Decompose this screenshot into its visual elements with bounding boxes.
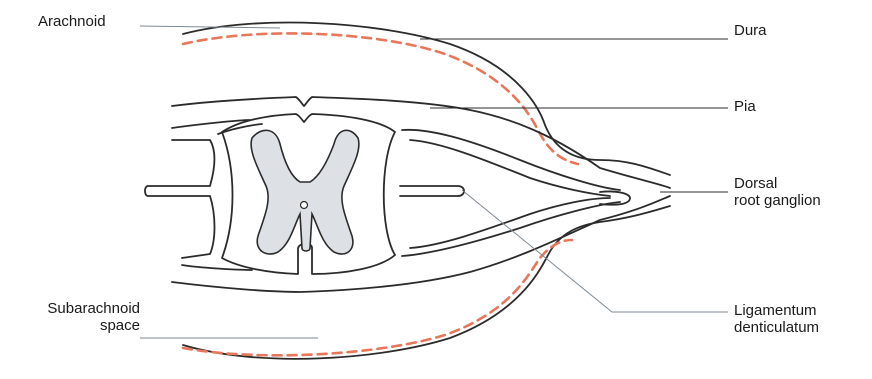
label-ligamentum-denticulatum: Ligamentum denticulatum	[734, 302, 819, 336]
ligamentum-shape	[400, 186, 464, 196]
gray-matter	[251, 130, 359, 254]
label-ligamentum-line1: Ligamentum	[734, 302, 819, 319]
label-subarachnoid-space: Subarachnoid space	[10, 300, 140, 334]
label-dorsal-root-ganglion: Dorsal root ganglion	[734, 175, 821, 209]
dura-lower	[183, 206, 670, 359]
central-canal	[301, 202, 308, 209]
label-subarachnoid-line2: space	[10, 317, 140, 334]
dorsal-root-inner-lower	[410, 198, 610, 248]
label-dorsal-line1: Dorsal	[734, 175, 821, 192]
dorsal-root-lower	[402, 202, 620, 256]
dorsal-root-inner-upper	[410, 140, 610, 196]
pia-lower	[172, 196, 670, 292]
arachnoid-upper	[183, 33, 578, 164]
cord-left-inner	[218, 124, 262, 134]
label-dura: Dura	[734, 22, 767, 39]
leader-ligamentum	[462, 190, 728, 312]
label-pia: Pia	[734, 98, 756, 115]
label-arachnoid: Arachnoid	[38, 13, 106, 30]
cord-left-upper	[145, 140, 215, 258]
label-ligamentum-line2: denticulatum	[734, 319, 819, 336]
pia-upper	[172, 97, 670, 188]
label-subarachnoid-line1: Subarachnoid	[10, 300, 140, 317]
label-dorsal-line2: root ganglion	[734, 192, 821, 209]
